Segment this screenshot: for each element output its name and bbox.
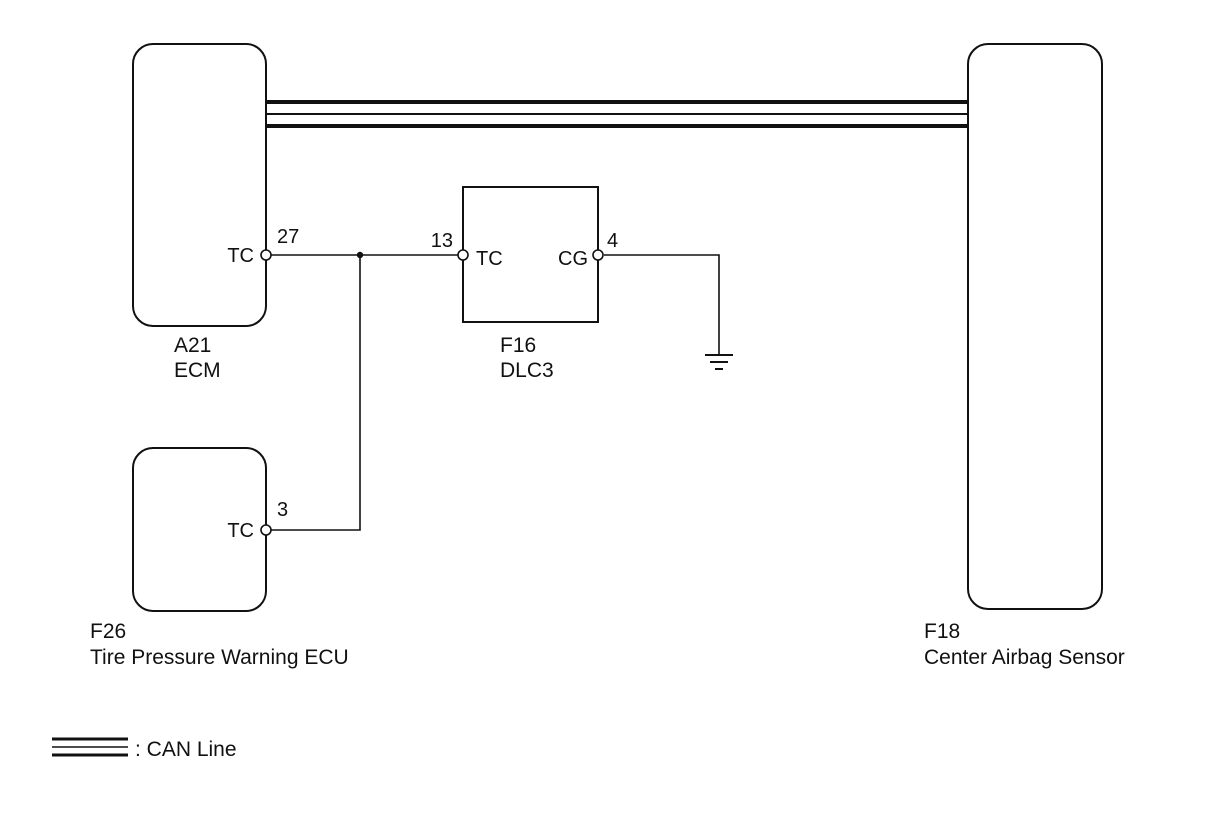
splice-point [356,251,364,259]
ecm-code: A21 [174,334,211,357]
dlc3-cg-pin-number: 4 [607,230,618,252]
airbag-sensor-name: Center Airbag Sensor [924,646,1125,669]
can-bus-bundle [266,100,968,128]
ecm-pin-name: TC [227,245,254,267]
ground-icon [705,354,733,370]
tpw-ecu-name: Tire Pressure Warning ECU [90,646,349,669]
airbag-sensor-block [967,43,1103,610]
tpw-pin-number: 3 [277,499,288,521]
airbag-sensor-code: F18 [924,620,960,643]
ecm-tc-terminal [260,249,272,261]
legend: : CAN Line [52,737,237,761]
can-line-legend-label: : CAN Line [135,738,237,761]
dlc3-code: F16 [500,334,536,357]
ecm-name: ECM [174,359,221,382]
dlc3-name: DLC3 [500,359,554,382]
can-line-legend-icon [52,737,128,757]
wire-tpw-to-junction [271,255,361,531]
tc-wiring [271,251,458,531]
tpw-ecu-code: F26 [90,620,126,643]
ecm-pin-number: 27 [277,226,299,248]
wire-cg-to-ground [604,254,720,355]
tpw-tc-terminal [260,524,272,536]
dlc3-block [462,186,599,323]
tpw-pin-name: TC [227,520,254,542]
dlc3-cg-terminal [592,249,604,261]
dlc3-cg-pin-name: CG [558,248,588,270]
dlc3-tc-pin-number: 13 [431,230,453,252]
cg-ground-wiring [604,254,720,355]
dlc3-tc-pin-name: TC [476,248,503,270]
ecm-block [132,43,267,327]
dlc3-tc-terminal [457,249,469,261]
